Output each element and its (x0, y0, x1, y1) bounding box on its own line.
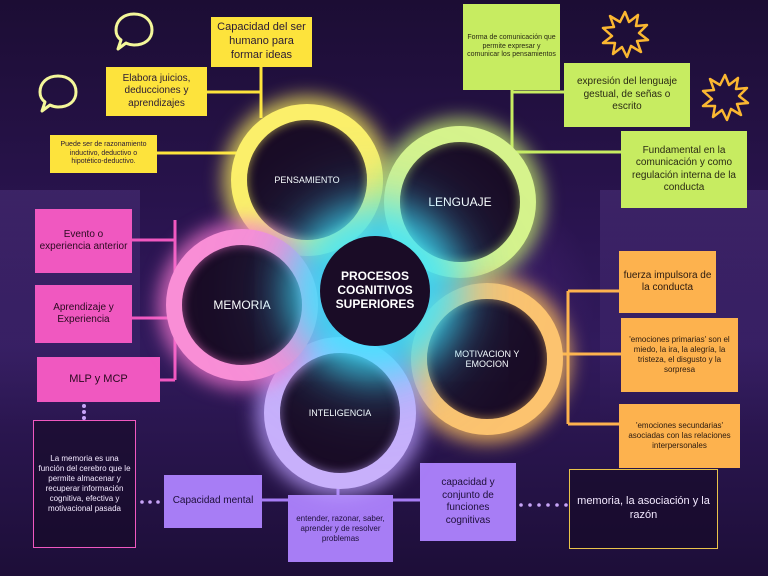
node-memoria-label: MEMORIA (213, 298, 271, 312)
note-motivacion-primarias: 'emociones primarias' son el miedo, la i… (621, 318, 738, 392)
note-pensamiento-razonamiento: Puede ser de razonamiento inductivo, ded… (50, 135, 157, 173)
note-motivacion-secundarias: 'emociones secundarias' asociadas con la… (619, 404, 740, 468)
speech-bubble-icon (114, 12, 154, 51)
note-memoria-evento: Evento o experiencia anterior (35, 209, 132, 273)
starburst-icon (701, 73, 750, 122)
central-node: PROCESOS COGNITIVOS SUPERIORES (320, 236, 430, 346)
note-memoria-funcion: La memoria es una función del cerebro qu… (33, 420, 136, 548)
node-lenguaje-label: LENGUAJE (428, 195, 492, 209)
note-lenguaje-expresion: expresión del lenguaje gestual, de señas… (564, 63, 690, 127)
note-inteligencia-funciones: capacidad y conjunto de funciones cognit… (420, 463, 516, 541)
note-memoria-mlp-mcp: MLP y MCP (37, 357, 160, 402)
central-node-title: PROCESOS COGNITIVOS SUPERIORES (335, 269, 415, 311)
node-motivacion-label: MOTIVACION Y EMOCION (454, 349, 520, 369)
note-pensamiento-definition: Capacidad del ser humano para formar ide… (211, 17, 312, 67)
note-inteligencia-memoria-razon: memoria, la asociación y la razón (569, 469, 718, 549)
note-lenguaje-regulacion: Fundamental en la comunicación y como re… (621, 131, 747, 208)
note-lenguaje-definition: Forma de comunicación que permite expres… (463, 4, 560, 90)
node-memoria: MEMORIA (166, 229, 318, 381)
node-motivacion: MOTIVACION Y EMOCION (411, 283, 563, 435)
note-memoria-aprendizaje: Aprendizaje y Experiencia (35, 285, 132, 343)
starburst-icon (601, 10, 650, 59)
node-pensamiento-label: PENSAMIENTO (274, 175, 340, 185)
note-pensamiento-juicios: Elabora juicios, deducciones y aprendiza… (106, 67, 207, 116)
note-inteligencia-entender: entender, razonar, saber, aprender y de … (288, 495, 393, 562)
note-motivacion-fuerza: fuerza impulsora de la conducta (619, 251, 716, 313)
node-inteligencia-label: INTELIGENCIA (308, 408, 372, 418)
speech-bubble-icon (38, 74, 78, 113)
note-inteligencia-capacidad: Capacidad mental (164, 475, 262, 528)
